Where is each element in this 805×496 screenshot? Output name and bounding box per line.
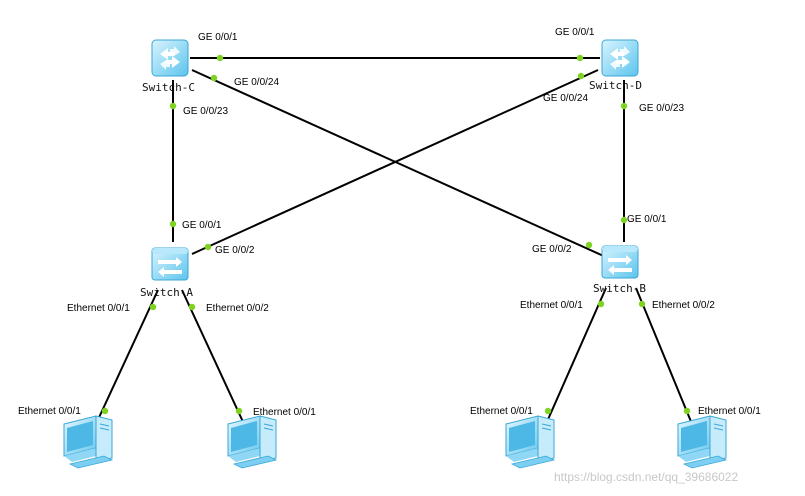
port-label: Ethernet 0/0/1 xyxy=(520,300,583,311)
switch-c-label: Switch-C xyxy=(142,81,195,94)
switch-b-label: Switch-B xyxy=(593,282,646,295)
port-label: Ethernet 0/0/2 xyxy=(652,300,715,311)
switch-d-icon[interactable] xyxy=(601,39,639,77)
port-dot xyxy=(169,102,177,110)
port-label: GE 0/0/23 xyxy=(639,103,684,114)
port-dot xyxy=(638,300,646,308)
port-label: GE 0/0/1 xyxy=(555,27,595,38)
port-label: Ethernet 0/0/1 xyxy=(67,303,130,314)
link-a-pc1 xyxy=(95,289,159,425)
link-b-pc4 xyxy=(635,287,693,425)
port-dot xyxy=(620,102,628,110)
port-label: GE 0/0/1 xyxy=(627,214,667,225)
link-d-a xyxy=(191,69,599,255)
port-dot xyxy=(544,407,552,415)
pc-icon[interactable] xyxy=(505,415,555,469)
pc-icon[interactable] xyxy=(227,415,277,469)
port-label: Ethernet 0/0/2 xyxy=(206,303,269,314)
port-label: Ethernet 0/0/1 xyxy=(253,407,316,418)
port-dot xyxy=(210,74,218,82)
port-label: GE 0/0/1 xyxy=(198,32,238,43)
port-label: GE 0/0/24 xyxy=(543,93,588,104)
port-label: Ethernet 0/0/1 xyxy=(698,406,761,417)
port-label: Ethernet 0/0/1 xyxy=(470,406,533,417)
switch-d-label: Switch-D xyxy=(589,79,642,92)
switch-a-icon[interactable] xyxy=(151,247,189,281)
port-dot xyxy=(620,216,628,224)
watermark-text: https://blog.csdn.net/qq_39686022 xyxy=(554,470,738,484)
port-dot xyxy=(149,303,157,311)
port-dot xyxy=(169,220,177,228)
switch-c-icon[interactable] xyxy=(151,39,189,77)
port-dot xyxy=(577,72,585,80)
port-dot xyxy=(216,54,224,62)
port-label: GE 0/0/2 xyxy=(532,244,572,255)
switch-b-icon[interactable] xyxy=(601,245,639,279)
port-dot xyxy=(597,300,605,308)
pc-icon[interactable] xyxy=(63,415,113,469)
link-c-b xyxy=(191,69,609,259)
port-dot xyxy=(585,241,593,249)
port-label: Ethernet 0/0/1 xyxy=(18,406,81,417)
link-b-pc3 xyxy=(545,287,607,425)
port-dot xyxy=(683,407,691,415)
port-dot xyxy=(235,407,243,415)
port-dot xyxy=(101,407,109,415)
port-label: GE 0/0/1 xyxy=(182,220,222,231)
link-a-pc2 xyxy=(181,289,245,425)
port-label: GE 0/0/24 xyxy=(234,77,279,88)
port-dot xyxy=(576,54,584,62)
port-dot xyxy=(204,243,212,251)
pc-icon[interactable] xyxy=(677,415,727,469)
port-label: GE 0/0/23 xyxy=(183,106,228,117)
port-dot xyxy=(188,303,196,311)
port-label: GE 0/0/2 xyxy=(215,245,255,256)
switch-a-label: Switch-A xyxy=(140,286,193,299)
